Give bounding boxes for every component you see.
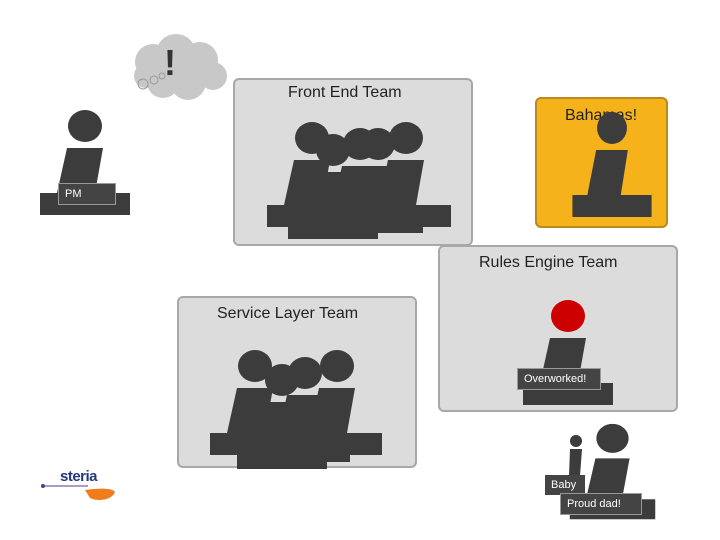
- head: [389, 122, 423, 154]
- desk: [288, 217, 378, 239]
- proud-dad-label: Proud dad!: [560, 493, 642, 515]
- desk: [237, 447, 327, 469]
- body: [57, 148, 103, 193]
- rules-engine-team-title: Rules Engine Team: [479, 254, 618, 271]
- baby-figure: [566, 434, 586, 479]
- steria-logo: steria: [40, 468, 130, 508]
- head: [361, 128, 395, 160]
- bahamas-person: [568, 110, 656, 220]
- head: [596, 423, 629, 453]
- overworked-person: [518, 298, 618, 408]
- head: [238, 350, 272, 382]
- body: [587, 150, 628, 195]
- head: [551, 300, 585, 332]
- pm-label: PM: [58, 183, 116, 205]
- body: [350, 166, 396, 211]
- head: [68, 110, 102, 142]
- head: [597, 112, 627, 144]
- head: [320, 350, 354, 382]
- body: [585, 458, 630, 500]
- overworked-label: Overworked!: [517, 368, 601, 390]
- body: [254, 402, 300, 447]
- head: [265, 364, 299, 396]
- front-end-member: [283, 132, 383, 242]
- head: [316, 134, 350, 166]
- body: [305, 172, 351, 217]
- steria-logo-text: steria: [60, 468, 98, 485]
- desk: [572, 195, 652, 217]
- thought-cloud: !: [118, 34, 233, 104]
- thought-mark: !: [164, 42, 176, 83]
- front-end-team-title: Front End Team: [288, 84, 402, 101]
- baby-label: Baby: [545, 475, 585, 495]
- service-layer-team-title: Service Layer Team: [217, 305, 359, 322]
- service-layer-member: [232, 362, 332, 472]
